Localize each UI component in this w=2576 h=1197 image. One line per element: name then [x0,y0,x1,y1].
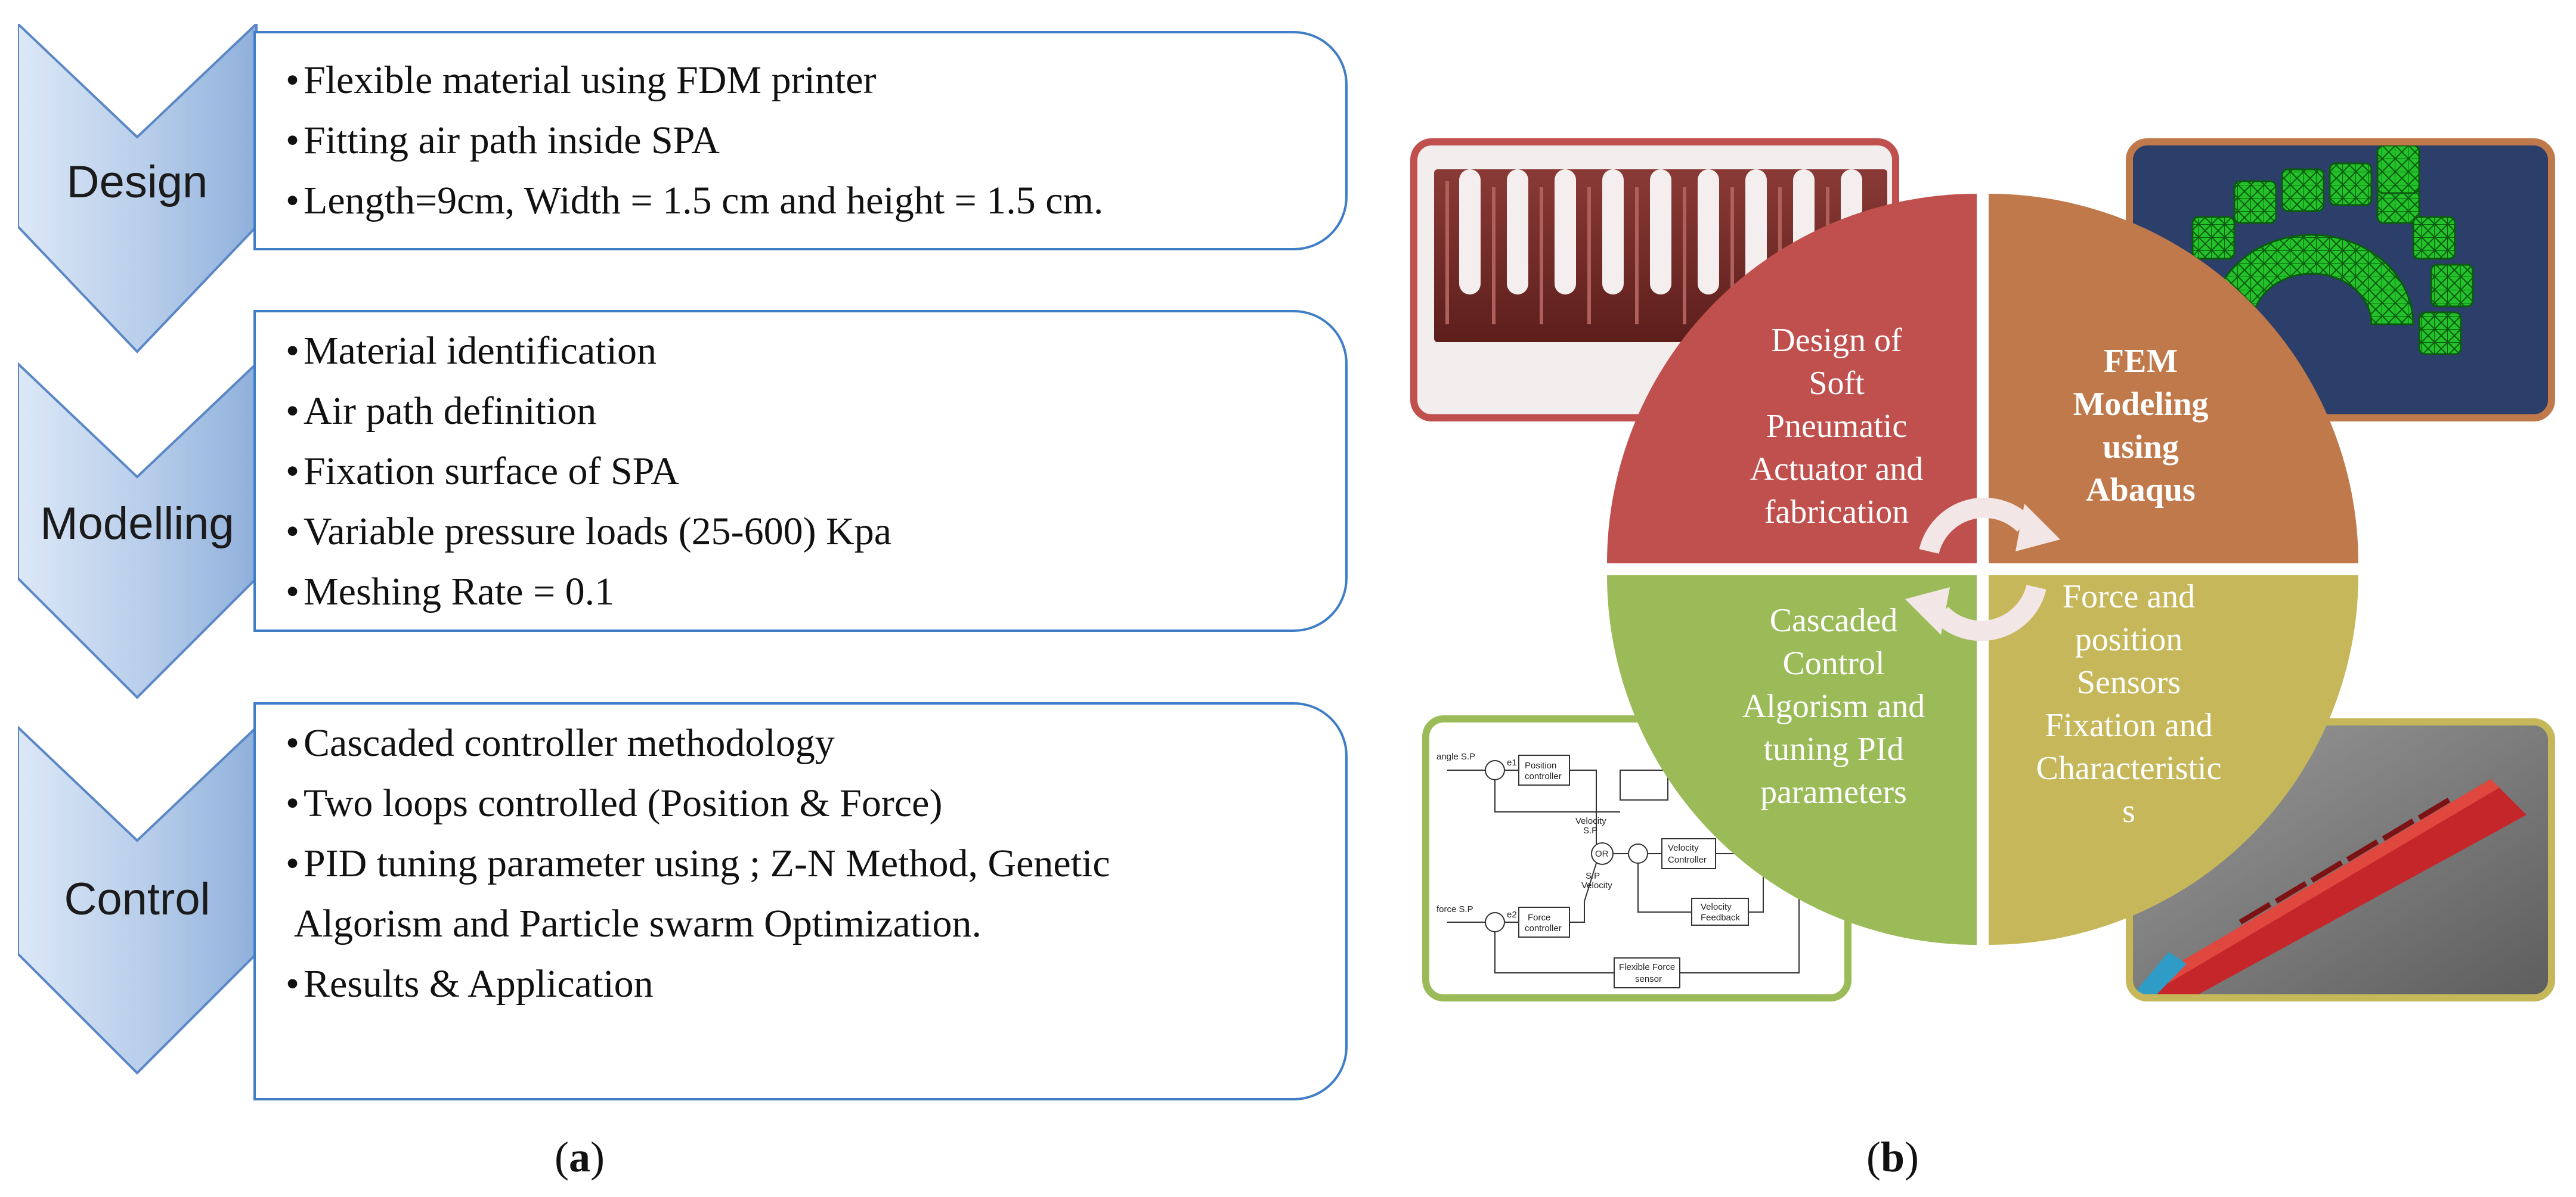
diagram-sp-velocity-l1: S.P [1586,871,1600,881]
diagram-e1: e1 [1507,758,1517,768]
list-item: •Fitting air path inside SPA [286,119,720,162]
design-bullet-box: •Flexible material using FDM printer •Fi… [253,31,1348,250]
caption-a: (a) [555,1133,605,1181]
diagram-velocity-feedback-l2: Feedback [1701,913,1740,923]
list-item: •Material identification [286,329,657,373]
diagram-velocity-feedback-l1: Velocity [1701,902,1732,912]
diagram-e2: e2 [1507,910,1517,920]
stage-label-design: Design [66,157,208,207]
design-bullet-list: •Flexible material using FDM printer •Fi… [286,50,1345,231]
control-bullet-box: •Cascaded controller methodology •Two lo… [253,702,1348,1100]
list-item: •Variable pressure loads (25-600) Kpa [286,510,892,553]
quadrant-fem-text: FEM Modeling using Abaqus [2073,343,2209,508]
list-item: •Meshing Rate = 0.1 [286,570,615,613]
diagram-velocity-controller-l1: Velocity [1668,843,1699,853]
quadrant-design-text: Design of Soft Pneumatic Actuator and fa… [1750,322,1924,531]
diagram-angle-sp: angle S.P [1436,752,1475,762]
cycle-arrows-icon [1919,497,2046,641]
list-item: •Length=9cm, Width = 1.5 cm and height =… [286,179,1104,222]
modelling-bullet-box: •Material identification •Air path defin… [253,310,1348,632]
cascade-block-diagram: angle S.P Position controller e1 Velocit… [1436,752,1800,988]
quadrant-sensors-text: Force and position Sensors Fixation and … [2036,578,2222,830]
list-item: •Two loops controlled (Position & Force) [286,782,943,825]
diagram-or: OR [1595,849,1609,859]
diagram-velocity-sp-l2: S.P [1583,826,1597,836]
diagram-force-sp: force S.P [1436,904,1473,914]
process-cycle-circle [1607,194,2358,945]
stage-label-modelling: Modelling [40,498,234,549]
fem-mesh-image [2126,138,2555,421]
diagram-flexible-force-sensor-l1: Flexible Force [1619,962,1675,972]
diagram-position-controller-l2: controller [1525,771,1562,782]
modelling-bullet-list: •Material identification •Air path defin… [286,321,1345,622]
quadrant-fem [1989,194,2358,563]
stage-label-control: Control [64,874,210,925]
quadrant-sensors [1989,575,2358,945]
diagram-flexible-force-sensor-l2: sensor [1635,974,1662,984]
quadrant-control [1607,575,1977,945]
list-item: •Cascaded controller methodology [286,721,835,765]
list-item: •Fixation surface of SPA [286,449,680,493]
quadrant-control-text: Cascaded Control Algorism and tuning PId… [1742,602,1925,811]
fem-gear-mesh-illustration [2168,145,2474,355]
diagram-position-controller-l1: Position [1525,761,1556,771]
list-item: •Flexible material using FDM printer [286,58,877,102]
control-bullet-list: •Cascaded controller methodology •Two lo… [286,713,1345,1014]
quadrant-design [1607,194,1977,563]
list-item: •Results & Application [286,962,654,1006]
diagram-sp-velocity-l2: Velocity [1581,880,1612,891]
list-item: •PID tuning parameter using ; Z-N Method… [286,842,1110,885]
diagram-force-controller-l2: controller [1525,923,1562,934]
diagram-velocity-controller-l2: Controller [1668,855,1707,865]
list-item: Algorism and Particle swarm Optimization… [294,902,982,945]
diagram-velocity-sp-l1: Velocity [1575,816,1606,826]
chevron-arrows [18,24,258,1075]
diagram-force-controller-l1: Force [1528,913,1550,923]
list-item: •Air path definition [286,389,597,433]
caption-b: (b) [1866,1133,1919,1181]
